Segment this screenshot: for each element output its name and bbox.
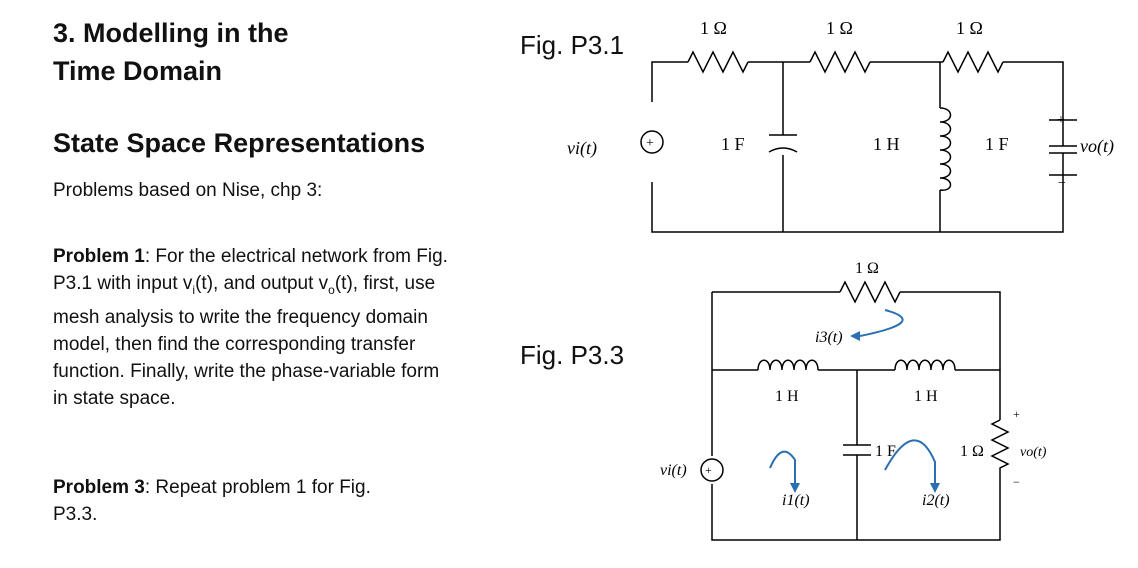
fig-p33-vin-label: vi(t) [660, 462, 687, 479]
fig-p31-c2-label: 1 F [985, 134, 1009, 154]
section-heading: State Space Representations [53, 128, 426, 158]
fig-p33-plus: + [1013, 407, 1020, 421]
fig-p31-resistor-2 [809, 50, 871, 74]
fig-p33-l2-label: 1 H [914, 388, 938, 405]
fig-p33-inductor-1 [757, 359, 819, 371]
fig-p31-source [640, 130, 664, 154]
fig-p33-minus: − [1013, 475, 1020, 489]
fig-p31-l1-label: 1 H [873, 134, 900, 154]
title-line-2: Time Domain [53, 56, 223, 86]
fig-p31-minus: − [1058, 176, 1066, 191]
fig-p33-label: Fig. P3.3 [520, 340, 625, 370]
problem-3-text: : Repeat problem 1 for Fig. P3.3. [53, 477, 371, 525]
fig-p33-rtop-label: 1 Ω [855, 260, 879, 277]
fig-p31-resistor-3 [942, 50, 1004, 74]
fig-p31-plus: + [1057, 113, 1065, 128]
fig-p31-vout-label: vo(t) [1080, 136, 1114, 157]
fig-p31-resistor-1 [687, 50, 749, 74]
problem-3: Problem 3: Repeat problem 1 for Fig. P3.… [53, 474, 413, 528]
fig-p33-source [700, 458, 724, 482]
fig-p31-label: Fig. P3.1 [520, 30, 625, 60]
fig-p33-resistor-right [990, 419, 1010, 478]
fig-p31-r2-label: 1 Ω [826, 18, 853, 38]
problem-1-text-a: : For the electrical network from Fig. P… [53, 246, 448, 294]
fig-p33-l1-label: 1 H [775, 388, 799, 405]
subheading: Problems based on Nise, chp 3: [53, 180, 323, 201]
fig-p33-source-plus: + [705, 463, 712, 477]
problem-3-label: Problem 3 [53, 477, 145, 498]
fig-p31-circuit [640, 50, 1077, 233]
fig-p33-resistor-top [839, 280, 901, 304]
fig-p33-c1-label: 1 F [875, 443, 896, 460]
fig-p31-c1-label: 1 F [721, 134, 745, 154]
fig-p33-i3-label: i3(t) [815, 329, 843, 346]
page-title: 3. Modelling in the Time Domain [53, 14, 353, 90]
fig-p33-vout-label: vo(t) [1020, 445, 1047, 460]
problem-1-label: Problem 1 [53, 246, 145, 267]
fig-p31-r1-label: 1 Ω [700, 18, 727, 38]
problem-1-sub-i: i [192, 282, 196, 297]
fig-p33-mesh-arrows [769, 309, 936, 485]
fig-p31-source-plus: + [646, 136, 654, 151]
title-line-1: 3. Modelling in the [53, 18, 289, 48]
problem-1: Problem 1: For the electrical network fr… [53, 243, 453, 412]
fig-p31-r3-label: 1 Ω [956, 18, 983, 38]
fig-p33-inductor-2 [894, 359, 956, 371]
fig-p31-inductor [939, 107, 952, 191]
fig-p31-vin-label: vi(t) [567, 138, 597, 159]
problem-1-text-b: (t), and output v [195, 273, 329, 294]
fig-p33-i1-label: i1(t) [782, 492, 810, 509]
fig-p33-i2-label: i2(t) [922, 492, 950, 509]
problem-1-text-c: (t), first, use mesh analysis to write t… [53, 273, 440, 409]
problem-1-sub-o: o [328, 282, 335, 297]
fig-p33-circuit [700, 280, 1010, 541]
fig-p33-rright-label: 1 Ω [960, 443, 984, 460]
